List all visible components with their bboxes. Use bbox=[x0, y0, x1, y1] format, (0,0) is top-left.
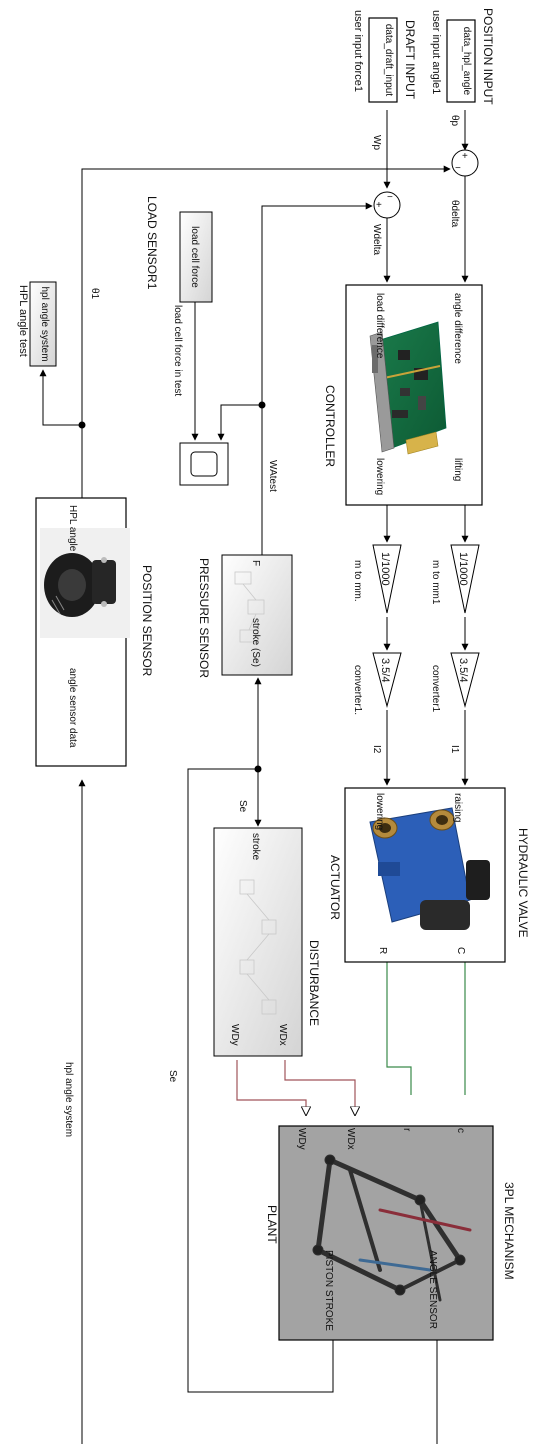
sum2-plus: + bbox=[376, 200, 382, 211]
plant-in-wdy: WDy bbox=[296, 1128, 307, 1150]
hpl-test-sublabel: HPL angle test bbox=[17, 285, 29, 357]
hpl-angle-test-block[interactable]: hpl angle system bbox=[30, 282, 56, 366]
theta-delta-label: θdelta bbox=[449, 200, 460, 228]
valve-in-lowering: lowering bbox=[374, 793, 385, 830]
draft-input-block[interactable]: data_draft_input bbox=[369, 18, 397, 102]
draft-input-sublabel: user input force1 bbox=[352, 10, 364, 92]
plant-subtitle: PLANT bbox=[265, 1205, 279, 1244]
scope-block[interactable] bbox=[180, 443, 228, 485]
valve-out-r: R bbox=[377, 947, 388, 954]
valve-subtitle: ACTUATOR bbox=[328, 855, 342, 920]
load-sensor-block[interactable]: load cell force bbox=[180, 212, 212, 302]
plant-block[interactable] bbox=[279, 1126, 493, 1340]
position-sensor-block[interactable] bbox=[36, 498, 130, 766]
wire-r bbox=[387, 962, 411, 1095]
load-sensor-title: LOAD SENSOR1 bbox=[145, 196, 159, 290]
conv1-label: converter1 bbox=[430, 665, 441, 713]
hydraulic-valve-block[interactable] bbox=[345, 788, 505, 962]
wire-wdx bbox=[285, 1060, 355, 1115]
pressure-sensor-port-stroke: stroke (Se) bbox=[250, 618, 261, 667]
gain2-value: 1/1000 bbox=[379, 552, 391, 586]
conv2-value: 3.5/4 bbox=[379, 658, 391, 682]
disturbance-title: DISTURBANCE bbox=[307, 940, 321, 1026]
gain-block-2[interactable]: 1/1000 bbox=[373, 545, 401, 613]
controller-title: CONTROLLER bbox=[323, 385, 337, 467]
position-input-block[interactable]: data_hpl_angle bbox=[447, 20, 475, 102]
converter-block-2[interactable]: 3.5/4 bbox=[373, 653, 401, 706]
controller-in-load: load difference bbox=[374, 293, 385, 359]
controller-out-lifting: lifting bbox=[452, 458, 463, 481]
plant-in-wdx: WDx bbox=[345, 1128, 356, 1150]
disturbance-box bbox=[214, 828, 302, 1056]
gain1-label: m to mm1 bbox=[430, 560, 441, 605]
se-label-1: Se bbox=[237, 800, 248, 813]
watest-label: WAtest bbox=[267, 460, 278, 492]
disturbance-block[interactable] bbox=[214, 828, 302, 1056]
sum-block-load[interactable]: + − bbox=[374, 192, 400, 218]
sum1-plus: + bbox=[462, 151, 468, 162]
wire-watest-to-scope bbox=[221, 405, 262, 440]
gain2-label: m to mm. bbox=[352, 560, 363, 602]
position-input-block-text: data_hpl_angle bbox=[461, 27, 472, 96]
converter-block-1[interactable]: 3.5/4 bbox=[451, 653, 479, 706]
angle-sensor-image bbox=[40, 528, 130, 638]
gain1-value: 1/1000 bbox=[457, 552, 469, 586]
conv2-label: converter1. bbox=[352, 665, 363, 715]
wire-wdy bbox=[237, 1060, 306, 1115]
hpl-test-block-text: hpl angle system bbox=[39, 286, 50, 361]
i2-label: I2 bbox=[371, 745, 382, 754]
scope-screen-icon bbox=[191, 452, 217, 476]
plant-in-c: c bbox=[455, 1128, 466, 1133]
disturbance-out-wdx: WDx bbox=[277, 1024, 288, 1046]
wp-label: Wp bbox=[371, 135, 382, 150]
valve-in-raising: raising bbox=[452, 793, 463, 822]
controller-in-angle: angle difference bbox=[452, 293, 463, 364]
plant-box bbox=[279, 1126, 493, 1340]
hpl-angle-system-label: hpl angle system bbox=[63, 1062, 74, 1137]
sum-block-angle[interactable]: + − bbox=[452, 150, 478, 176]
pressure-sensor-title: PRESSURE SENSOR bbox=[197, 558, 211, 678]
position-sensor-title: POSITION SENSOR bbox=[140, 565, 154, 677]
junction-watest bbox=[259, 402, 265, 408]
plant-out-angle-sensor: ANGLE SENSOR bbox=[427, 1250, 438, 1329]
i1-label: I1 bbox=[449, 745, 460, 754]
draft-input-title: DRAFT INPUT bbox=[403, 20, 417, 100]
disturbance-in-stroke: stroke bbox=[250, 833, 261, 861]
theta1-label: θ1 bbox=[89, 288, 100, 300]
wire-to-hpl-test bbox=[43, 370, 82, 425]
gain-block-1[interactable]: 1/1000 bbox=[451, 545, 479, 613]
load-sensor-block-text: load cell force bbox=[189, 226, 200, 288]
position-input-title: POSITION INPUT bbox=[481, 8, 495, 105]
valve-title: HYDRAULIC VALVE bbox=[516, 828, 530, 938]
plant-title: 3PL MECHANISM bbox=[502, 1182, 516, 1280]
position-sensor-port-out: angle sensor data bbox=[67, 668, 78, 748]
junction-theta1 bbox=[79, 422, 85, 428]
sum1-minus: − bbox=[455, 163, 461, 174]
pressure-sensor-port-f: F bbox=[250, 560, 261, 566]
sum2-minus: − bbox=[387, 192, 393, 203]
theta-p-label: θp bbox=[449, 115, 460, 127]
plant-out-piston-stroke: PISTON STROKE bbox=[323, 1250, 334, 1331]
load-sensor-sublabel: load cell force in test bbox=[172, 305, 183, 396]
draft-input-block-text: data_draft_input bbox=[383, 24, 394, 97]
conv1-value: 3.5/4 bbox=[457, 658, 469, 682]
controller-out-lowering: lowering bbox=[374, 458, 385, 495]
position-sensor-port-hpl: HPL angle bbox=[67, 505, 78, 552]
disturbance-out-wdy: WDy bbox=[229, 1024, 240, 1046]
se-label-2: Se bbox=[167, 1070, 178, 1083]
junction-se bbox=[255, 766, 261, 772]
wdelta-label: Wdelta bbox=[371, 224, 382, 256]
position-input-sublabel: user input angle1 bbox=[430, 10, 442, 94]
valve-out-c: C bbox=[455, 947, 466, 954]
